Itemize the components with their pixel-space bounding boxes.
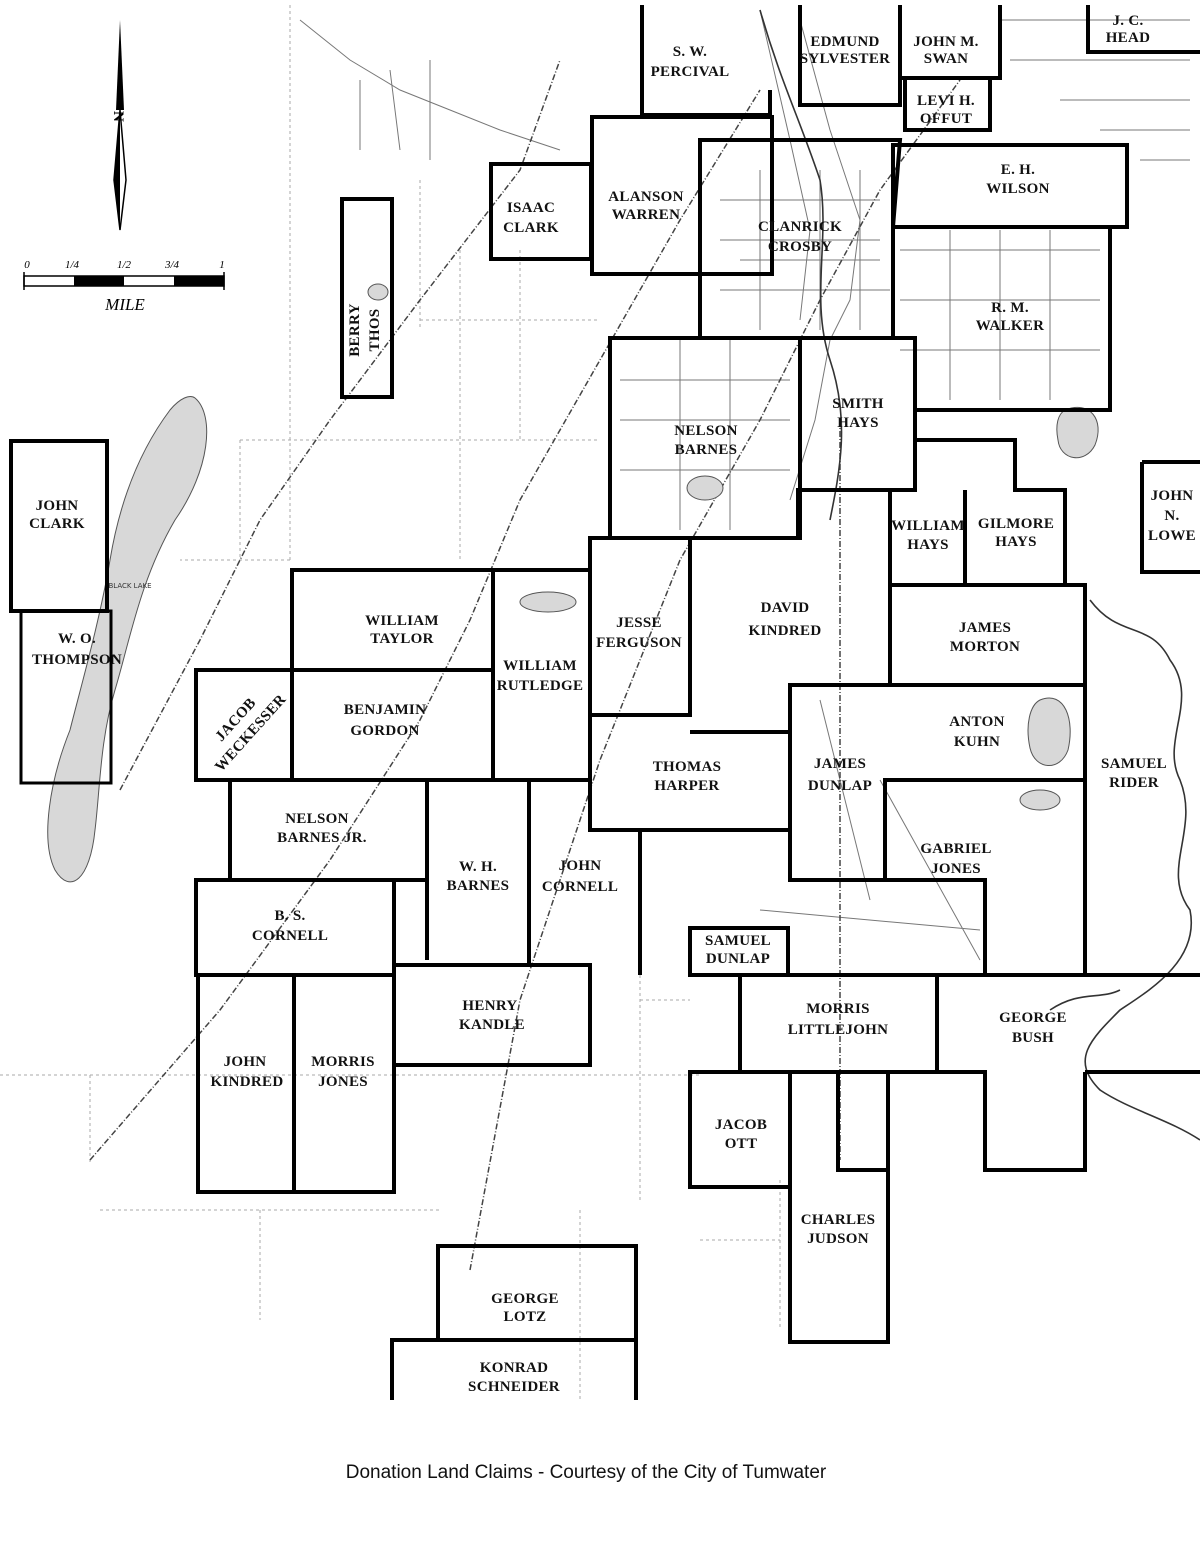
- scale-tick-0: 0: [24, 259, 30, 271]
- claim-boundary-charles-judson: [788, 1070, 890, 1344]
- trosper-lake: [519, 591, 577, 613]
- land-claims-map: BLACK LAKE N 0 1/4 1/2 3/4 1 MILE: [0, 5, 1200, 1400]
- claim-boundary-sw-percival: [640, 5, 772, 117]
- claim-label-sw-percival: S. W.PERCIVAL: [651, 44, 730, 80]
- claim-boundary-morris-jones: [292, 973, 396, 1194]
- claim-boundaries: [9, 5, 1200, 1400]
- north-arrow-icon: N: [110, 20, 127, 231]
- lakes: BLACK LAKE: [47, 283, 1099, 883]
- claim-boundary-jc-head: [1086, 5, 1200, 54]
- claim-label-bs-cornell: B. S.CORNELL: [252, 908, 328, 944]
- claim-label-jacob-weckesser: JACOBWECKESSER: [197, 678, 289, 775]
- claim-boundary-bush: [836, 1070, 1200, 1172]
- deschutes-river: [759, 9, 1200, 1141]
- scale-tick-1: 1/4: [65, 259, 80, 271]
- claim-label-jc-head: J. C.HEAD: [1106, 13, 1151, 46]
- claim-boundary-berry-thos: [340, 197, 394, 399]
- black-lake: [47, 396, 208, 883]
- claim-boundary-clanrick-crosby: [698, 138, 903, 340]
- barnes-lake: [686, 475, 724, 501]
- scale-bar: 0 1/4 1/2 3/4 1 MILE: [23, 259, 225, 314]
- claim-boundary-lowe: [1140, 460, 1200, 574]
- claim-boundary-ferguson: [588, 536, 692, 717]
- claim-boundary-jones: [885, 878, 1200, 977]
- claim-boundary-edmund-sylvester: [798, 5, 902, 107]
- claim-boundary-konrad-schneider: [390, 1338, 638, 1400]
- susan-lake: [1027, 697, 1071, 766]
- scale-tick-4: 1: [219, 259, 225, 271]
- claim-boundary-isaac-clark: [489, 162, 593, 261]
- map-caption: Donation Land Claims - Courtesy of the C…: [345, 1462, 827, 1483]
- claim-boundary-morton: [890, 583, 1087, 975]
- claim-label-john-m-swan: JOHN M.SWAN: [913, 34, 978, 67]
- munn-lake: [1019, 789, 1061, 811]
- street-network: [0, 5, 1190, 1400]
- claim-label-eh-wilson: E. H.WILSON: [986, 162, 1050, 197]
- claim-boundary-weckesser: [194, 668, 294, 782]
- claim-boundary-levi-offut: [903, 80, 992, 132]
- claim-boundary-smith-hays: [798, 336, 917, 492]
- claim-boundary-john-m-swan: [898, 5, 1002, 80]
- claim-label-wo-thompson: W. O.THOMPSON: [32, 631, 122, 668]
- ward-lake: [1056, 407, 1099, 459]
- claim-boundary-rm-walker: [893, 225, 1112, 412]
- scale-tick-3: 3/4: [164, 259, 180, 271]
- scale-tick-2: 1/2: [117, 259, 132, 271]
- scale-unit-label: MILE: [104, 295, 145, 314]
- claim-label-wh-barnes: W. H.BARNES: [447, 859, 510, 894]
- north-label: N: [110, 111, 126, 122]
- claim-label-rm-walker: R. M.WALKER: [976, 300, 1044, 334]
- claim-boundary-wh-barnes: [527, 780, 642, 975]
- claim-boundary-kandle: [394, 963, 592, 1067]
- black-lake-label: BLACK LAKE: [108, 582, 151, 590]
- claim-label-levi-h-offut: LEVI H.OFFUT: [917, 93, 975, 127]
- claim-boundary-wo-thompson: [19, 609, 113, 785]
- railroad-lines: [89, 59, 961, 1271]
